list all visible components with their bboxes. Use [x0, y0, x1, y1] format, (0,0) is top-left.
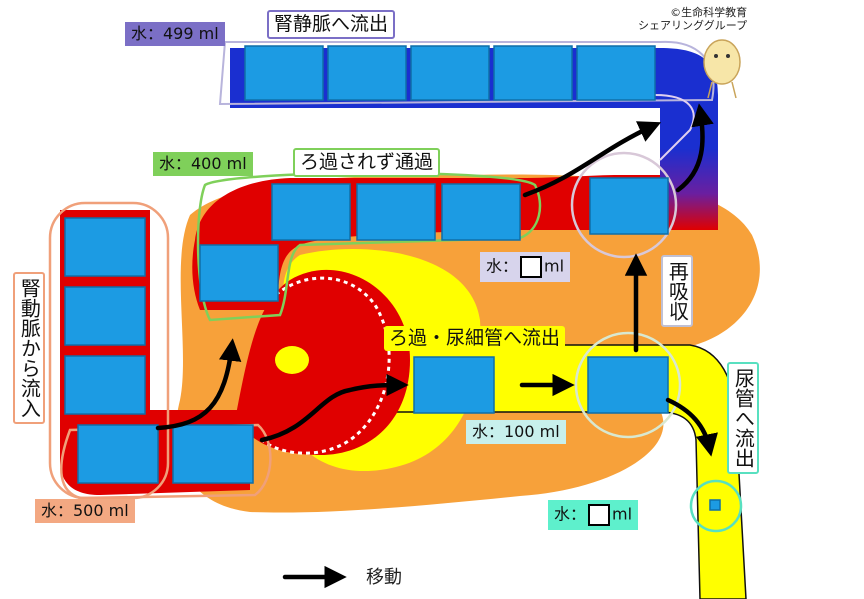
water-label-urine: 水： ml — [548, 500, 639, 530]
water-block — [413, 356, 495, 414]
water-label-reabsorb: 水： ml — [480, 252, 571, 282]
water-block — [410, 45, 490, 101]
label-renal-artery-in: 腎動脈から流入 — [13, 272, 46, 424]
blank-box — [520, 256, 543, 278]
water-block — [64, 355, 146, 415]
arrow-reabsorb-to-vein — [675, 103, 714, 193]
water-block — [589, 177, 669, 235]
label-filtered-out: ろ過・尿細管へ流出 — [384, 326, 566, 351]
water-suffix: ml — [612, 504, 633, 524]
label-urine-out: 尿管へ流出 — [727, 362, 760, 474]
water-block — [271, 183, 351, 241]
water-prefix: 水： — [486, 256, 519, 276]
water-block — [244, 45, 324, 101]
artery-bottom-outline — [60, 423, 272, 500]
water-block — [77, 424, 159, 484]
water-block — [356, 183, 436, 241]
label-renal-vein-out: 腎静脈へ流出 — [267, 10, 396, 39]
water-block — [327, 45, 407, 101]
reabsorb-outline — [570, 151, 678, 259]
water-label-400: 水：400 ml — [153, 152, 253, 176]
water-block — [576, 45, 656, 101]
water-label-500: 水：500 ml — [35, 499, 135, 523]
water-block — [493, 45, 573, 101]
afferent-artery — [60, 210, 250, 495]
water-block — [441, 183, 521, 241]
water-blocks — [64, 45, 721, 511]
arrow-to-glomerulus — [259, 373, 409, 443]
urine-outline — [689, 479, 743, 533]
capsule-border — [261, 276, 391, 455]
water-suffix: ml — [544, 256, 565, 276]
water-block — [172, 424, 254, 484]
mascot-logo — [703, 39, 741, 99]
water-label-499: 水：499 ml — [125, 22, 225, 46]
water-block — [587, 356, 669, 414]
credit-text: ©生命科学教育 シェアリンググループ — [638, 6, 748, 32]
glomerulus-center — [275, 346, 309, 374]
arrow-bypass-to-vein — [522, 121, 662, 198]
water-prefix: 水： — [554, 504, 587, 524]
vein-loop-outline — [654, 94, 695, 161]
filtrate-outline — [574, 331, 682, 439]
legend-move-label: 移動 — [366, 567, 402, 588]
water-label-100: 水：100 ml — [466, 420, 566, 444]
blank-box — [588, 504, 611, 526]
arrow-to-bypass — [155, 338, 242, 431]
water-block — [64, 217, 146, 277]
water-block — [64, 286, 146, 346]
water-block — [199, 244, 279, 302]
label-reabsorb: 再吸収 — [661, 255, 694, 327]
credit-line2: シェアリンググループ — [638, 18, 748, 32]
water-block — [709, 499, 721, 511]
credit-line1: ©生命科学教育 — [670, 6, 748, 19]
label-not-filtered: ろ過されず通過 — [293, 148, 441, 177]
arrow-to-ureter — [665, 397, 718, 457]
